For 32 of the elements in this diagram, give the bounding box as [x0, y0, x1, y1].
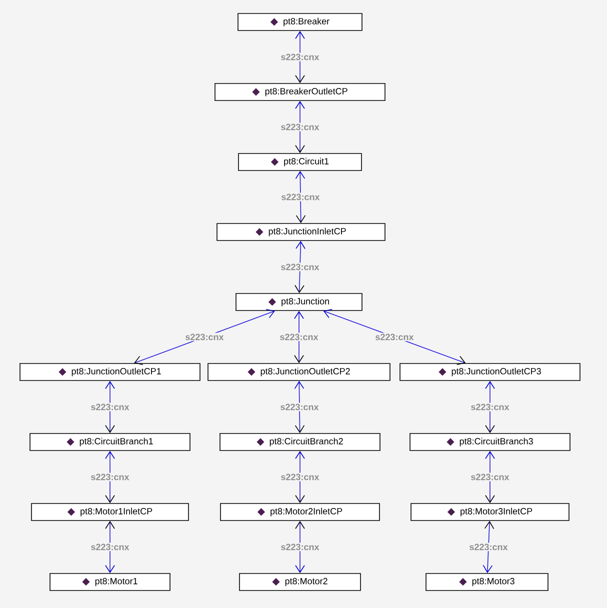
arrow — [105, 450, 115, 504]
class-box: pt8:CircuitBranch3 — [410, 433, 570, 451]
arrow — [295, 100, 305, 154]
class-box: pt8:JunctionInletCP — [216, 223, 386, 241]
class-box: pt8:Motor1InletCP — [31, 503, 189, 521]
class-box: pt8:Breaker — [238, 13, 362, 31]
class-box: pt8:Motor2InletCP — [220, 503, 380, 521]
class-box: pt8:Motor3 — [426, 573, 548, 591]
arrow — [295, 520, 305, 574]
class-box: pt8:JunctionOutletCP2 — [208, 363, 390, 381]
class-box: pt8:Circuit1 — [238, 153, 362, 171]
arrow — [105, 380, 115, 434]
class-box: pt8:JunctionOutletCP3 — [400, 363, 580, 381]
arrow — [295, 450, 305, 504]
arrow — [323, 308, 466, 366]
class-box: pt8:Motor2 — [239, 573, 361, 591]
arrow — [485, 450, 495, 504]
arrow — [294, 380, 305, 434]
class-box: pt8:Motor1 — [50, 573, 170, 591]
arrow — [295, 30, 305, 84]
arrow — [482, 520, 494, 574]
arrow — [294, 310, 304, 364]
class-box: pt8:Motor3InletCP — [410, 503, 570, 521]
class-box: pt8:Junction — [236, 293, 362, 311]
class-box: pt8:JunctionOutletCP1 — [20, 363, 200, 381]
arrow — [295, 170, 306, 224]
class-box: pt8:BreakerOutletCP — [214, 83, 386, 101]
class-box: pt8:CircuitBranch2 — [220, 433, 380, 451]
arrow — [485, 380, 495, 434]
class-box: pt8:CircuitBranch1 — [30, 433, 190, 451]
arrow — [105, 520, 115, 574]
arrow — [294, 240, 306, 294]
